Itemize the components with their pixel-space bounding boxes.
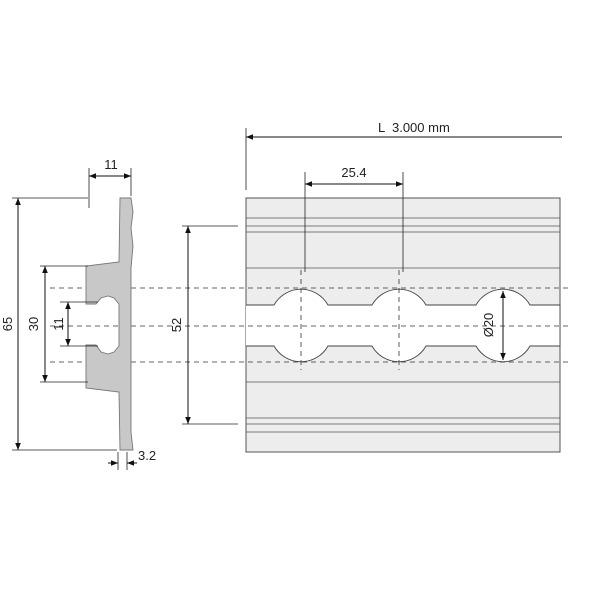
rail-height-label: 52 — [169, 318, 184, 332]
slot-width-label: 11 — [51, 317, 66, 331]
rail-plan-view: 25.4 Ø20 L 3.000 mm — [245, 120, 562, 453]
length-label: L 3.000 mm — [378, 120, 450, 135]
thickness-label: 3.2 — [138, 448, 156, 463]
diameter-label: Ø20 — [481, 313, 496, 338]
pitch-label: 25.4 — [341, 165, 366, 180]
total-height-label: 65 — [0, 317, 15, 331]
keyhole-slot — [246, 288, 561, 363]
profile-section: 11 65 30 11 3.2 — [0, 157, 156, 470]
rail-height-dimension: 52 — [169, 225, 238, 425]
slot-span-label: 30 — [26, 317, 41, 331]
profile-shape — [85, 197, 134, 451]
profile-width-label: 11 — [104, 157, 118, 172]
centre-lines — [50, 287, 572, 363]
